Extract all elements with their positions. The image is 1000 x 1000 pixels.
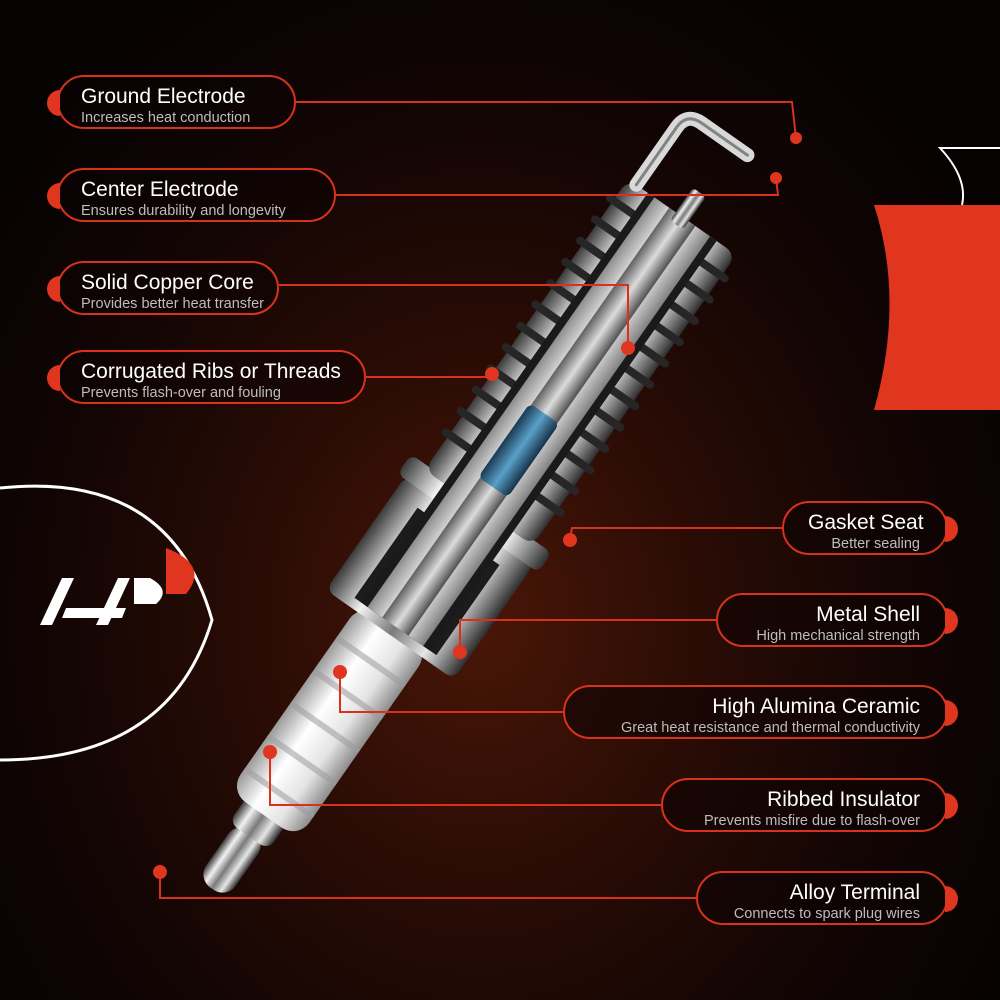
callout-title: Ground Electrode — [81, 85, 246, 108]
callout-copper-core: Solid Copper Core Provides better heat t… — [47, 261, 279, 315]
callout-title: Center Electrode — [81, 178, 239, 201]
marker-icon — [945, 516, 958, 542]
callout-title: Alloy Terminal — [789, 881, 920, 904]
callout-ribs-threads: Corrugated Ribs or Threads Prevents flas… — [47, 350, 366, 404]
callout-title: Metal Shell — [816, 603, 920, 626]
callout-title: Corrugated Ribs or Threads — [81, 360, 341, 383]
marker-icon — [47, 276, 60, 302]
brand-decor-right — [874, 147, 1000, 410]
leader-dots — [153, 132, 802, 879]
brand-logo-icon — [0, 484, 214, 762]
callout-subtitle: Prevents flash-over and fouling — [81, 385, 281, 401]
marker-icon — [945, 608, 958, 634]
marker-icon — [47, 365, 60, 391]
callout-subtitle: Provides better heat transfer — [81, 296, 264, 312]
marker-icon — [945, 700, 958, 726]
marker-icon — [47, 90, 60, 116]
callout-alloy-terminal: Alloy Terminal Connects to spark plug wi… — [696, 871, 958, 925]
callout-ribbed-insulator: Ribbed Insulator Prevents misfire due to… — [661, 778, 958, 832]
callout-subtitle: Ensures durability and longevity — [81, 203, 286, 219]
callout-metal-shell: Metal Shell High mechanical strength — [716, 593, 958, 647]
callout-subtitle: Connects to spark plug wires — [733, 906, 920, 922]
callout-subtitle: Better sealing — [831, 536, 920, 552]
callout-center-electrode: Center Electrode Ensures durability and … — [47, 168, 336, 222]
marker-icon — [945, 793, 958, 819]
callout-alumina-ceramic: High Alumina Ceramic Great heat resistan… — [563, 685, 958, 739]
callout-ground-electrode: Ground Electrode Increases heat conducti… — [47, 75, 296, 129]
callout-title: High Alumina Ceramic — [712, 695, 920, 718]
callout-gasket-seat: Gasket Seat Better sealing — [782, 501, 958, 555]
callout-subtitle: High mechanical strength — [756, 628, 920, 644]
callout-title: Ribbed Insulator — [767, 788, 920, 811]
callout-subtitle: Increases heat conduction — [81, 110, 251, 126]
marker-icon — [945, 886, 958, 912]
callout-title: Solid Copper Core — [81, 271, 254, 294]
marker-icon — [47, 183, 60, 209]
callout-subtitle: Prevents misfire due to flash-over — [704, 813, 920, 829]
callout-title: Gasket Seat — [808, 511, 924, 534]
callout-subtitle: Great heat resistance and thermal conduc… — [620, 720, 920, 736]
